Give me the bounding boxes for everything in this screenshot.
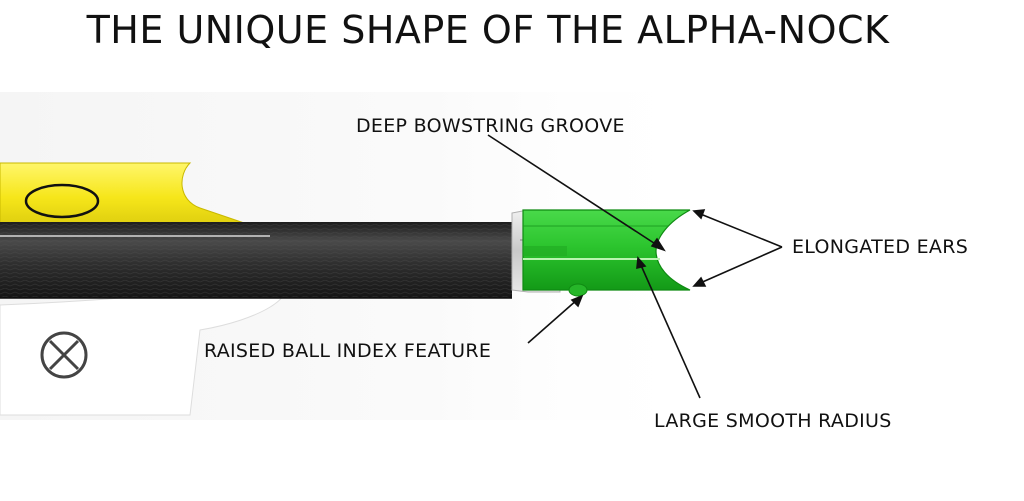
raised-ball-index xyxy=(568,283,588,297)
vane-logo-oval xyxy=(24,183,100,219)
alpha-nock xyxy=(522,209,691,291)
ball-leader xyxy=(527,298,579,344)
callout-deep-bowstring-groove: DEEP BOWSTRING GROOVE xyxy=(356,115,625,137)
leader-lines xyxy=(487,134,783,399)
callout-elongated-ears: ELONGATED EARS xyxy=(792,236,969,258)
callout-large-smooth-radius: LARGE SMOOTH RADIUS xyxy=(654,410,892,432)
ears-leader-bottom xyxy=(697,246,783,285)
groove-leader xyxy=(487,134,661,248)
ears-leader-top xyxy=(697,212,783,248)
radius-leader xyxy=(639,262,701,399)
callout-raised-ball-index: RAISED BALL INDEX FEATURE xyxy=(204,340,492,362)
diagram-title: THE UNIQUE SHAPE OF THE ALPHA-NOCK xyxy=(86,8,890,52)
x-circle-icon xyxy=(40,331,88,379)
